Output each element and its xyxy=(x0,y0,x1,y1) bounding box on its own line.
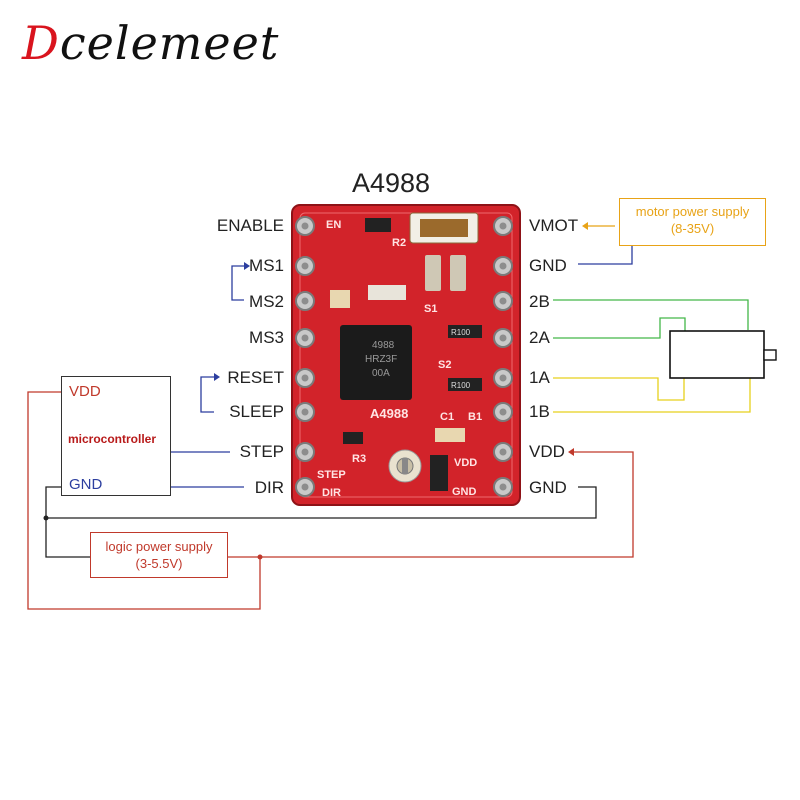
chip-marking-2: HRZ3F xyxy=(365,354,397,365)
left-pin-core-5 xyxy=(301,374,309,382)
a4988-board: 4988 HRZ3F 00A EN R2 S1 R3 S2 C1 B1 xyxy=(291,204,521,506)
pin-reset: RESET xyxy=(227,368,284,387)
pin-1a: 1A xyxy=(529,368,550,387)
chip-marking-3: 00A xyxy=(372,368,390,379)
silk-vdd: VDD xyxy=(454,457,477,469)
left-pin-core-1 xyxy=(301,222,309,230)
pin-1b: 1B xyxy=(529,402,550,421)
left-pin-core-3 xyxy=(301,297,309,305)
mcu-gnd-label: GND xyxy=(69,476,103,493)
left-pin-core-7 xyxy=(301,448,309,456)
driver-chip xyxy=(340,325,412,400)
mcu-name-label: microcontroller xyxy=(68,432,157,446)
resistor-2-label: R100 xyxy=(451,381,471,390)
pin-ms1: MS1 xyxy=(249,256,284,275)
right-pin-core-5 xyxy=(499,374,507,382)
motor-power-supply-label: motor power supply xyxy=(635,204,750,219)
silk-s1: S1 xyxy=(424,303,437,315)
motor-ground-wire xyxy=(578,246,633,265)
pin-step: STEP xyxy=(239,442,284,461)
left-pin-core-4 xyxy=(301,334,309,342)
mcu-vdd-wire xyxy=(27,391,261,610)
silk-a4988: A4988 xyxy=(370,406,408,421)
logic-power-supply-range: (3-5.5V) xyxy=(135,556,183,571)
left-pin-core-6 xyxy=(301,408,309,416)
right-pin-core-4 xyxy=(499,334,507,342)
resistor-1-label: R100 xyxy=(451,328,471,337)
ground-junction-dot xyxy=(43,515,49,521)
logic-vdd-wire xyxy=(260,451,634,558)
left-pin-core-8 xyxy=(301,483,309,491)
reset-arrow-icon xyxy=(214,373,220,381)
common-ground-wire xyxy=(46,486,597,519)
left-pin-core-2 xyxy=(301,262,309,270)
pin-gnd-logic: GND xyxy=(529,478,567,497)
coil-2a-wire xyxy=(553,317,686,342)
silk-c1: C1 xyxy=(440,411,454,423)
silk-r2: R2 xyxy=(392,237,406,249)
ms1-arrow-icon xyxy=(244,262,250,270)
logic-ground-wire xyxy=(45,486,90,558)
pin-gnd-motor: GND xyxy=(529,256,567,275)
right-pin-core-6 xyxy=(499,408,507,416)
logic-power-supply-box: logic power supply (3-5.5V) xyxy=(90,532,228,578)
chip-title: A4988 xyxy=(352,168,431,198)
pin-headers xyxy=(295,216,513,497)
pin-vdd: VDD xyxy=(529,442,565,461)
ms1-ms2-bridge-wire xyxy=(231,265,244,301)
silk-dir: DIR xyxy=(322,487,341,499)
pin-ms2: MS2 xyxy=(249,292,284,311)
pin-2b: 2B xyxy=(529,292,550,311)
vdd-arrow-icon xyxy=(568,448,574,456)
motor-power-supply-box: motor power supply (8-35V) xyxy=(619,198,766,246)
silk-s2: S2 xyxy=(438,359,451,371)
right-pin-core-7 xyxy=(499,448,507,456)
silk-r3: R3 xyxy=(352,453,366,465)
pin-sleep: SLEEP xyxy=(229,402,284,421)
microcontroller-box: VDD microcontroller GND xyxy=(61,376,171,496)
right-pin-core-1 xyxy=(499,222,507,230)
pin-ms3: MS3 xyxy=(249,328,284,347)
mcu-vdd-label: VDD xyxy=(69,383,101,400)
brand-logo: Dcelemeet xyxy=(22,16,279,70)
stepper-motor-icon xyxy=(669,330,777,379)
pin-2a: 2A xyxy=(529,328,550,347)
pin-enable: ENABLE xyxy=(216,216,284,235)
right-pin-core-8 xyxy=(499,483,507,491)
coil-2b-wire xyxy=(553,299,749,330)
coil-1b-wire xyxy=(553,375,751,413)
silk-step: STEP xyxy=(317,469,346,481)
logic-junction-dot xyxy=(257,554,263,560)
silk-gnd: GND xyxy=(452,486,477,498)
silk-en: EN xyxy=(326,219,341,231)
pin-vmot: VMOT xyxy=(529,216,579,235)
reset-sleep-bridge-wire xyxy=(200,376,214,413)
brand-initial: D xyxy=(22,16,60,70)
chip-marking-1: 4988 xyxy=(372,340,395,351)
logic-power-supply-label: logic power supply xyxy=(105,539,213,554)
right-pin-core-2 xyxy=(499,262,507,270)
pin-dir: DIR xyxy=(254,478,284,497)
motor-power-supply-range: (8-35V) xyxy=(670,221,715,236)
right-pin-core-3 xyxy=(499,297,507,305)
wire-arrows xyxy=(214,222,588,456)
silk-b1: B1 xyxy=(468,411,482,423)
coil-1a-wire xyxy=(553,376,685,401)
brand-rest: celemeet xyxy=(59,16,280,70)
vmot-arrow-icon xyxy=(582,222,588,230)
